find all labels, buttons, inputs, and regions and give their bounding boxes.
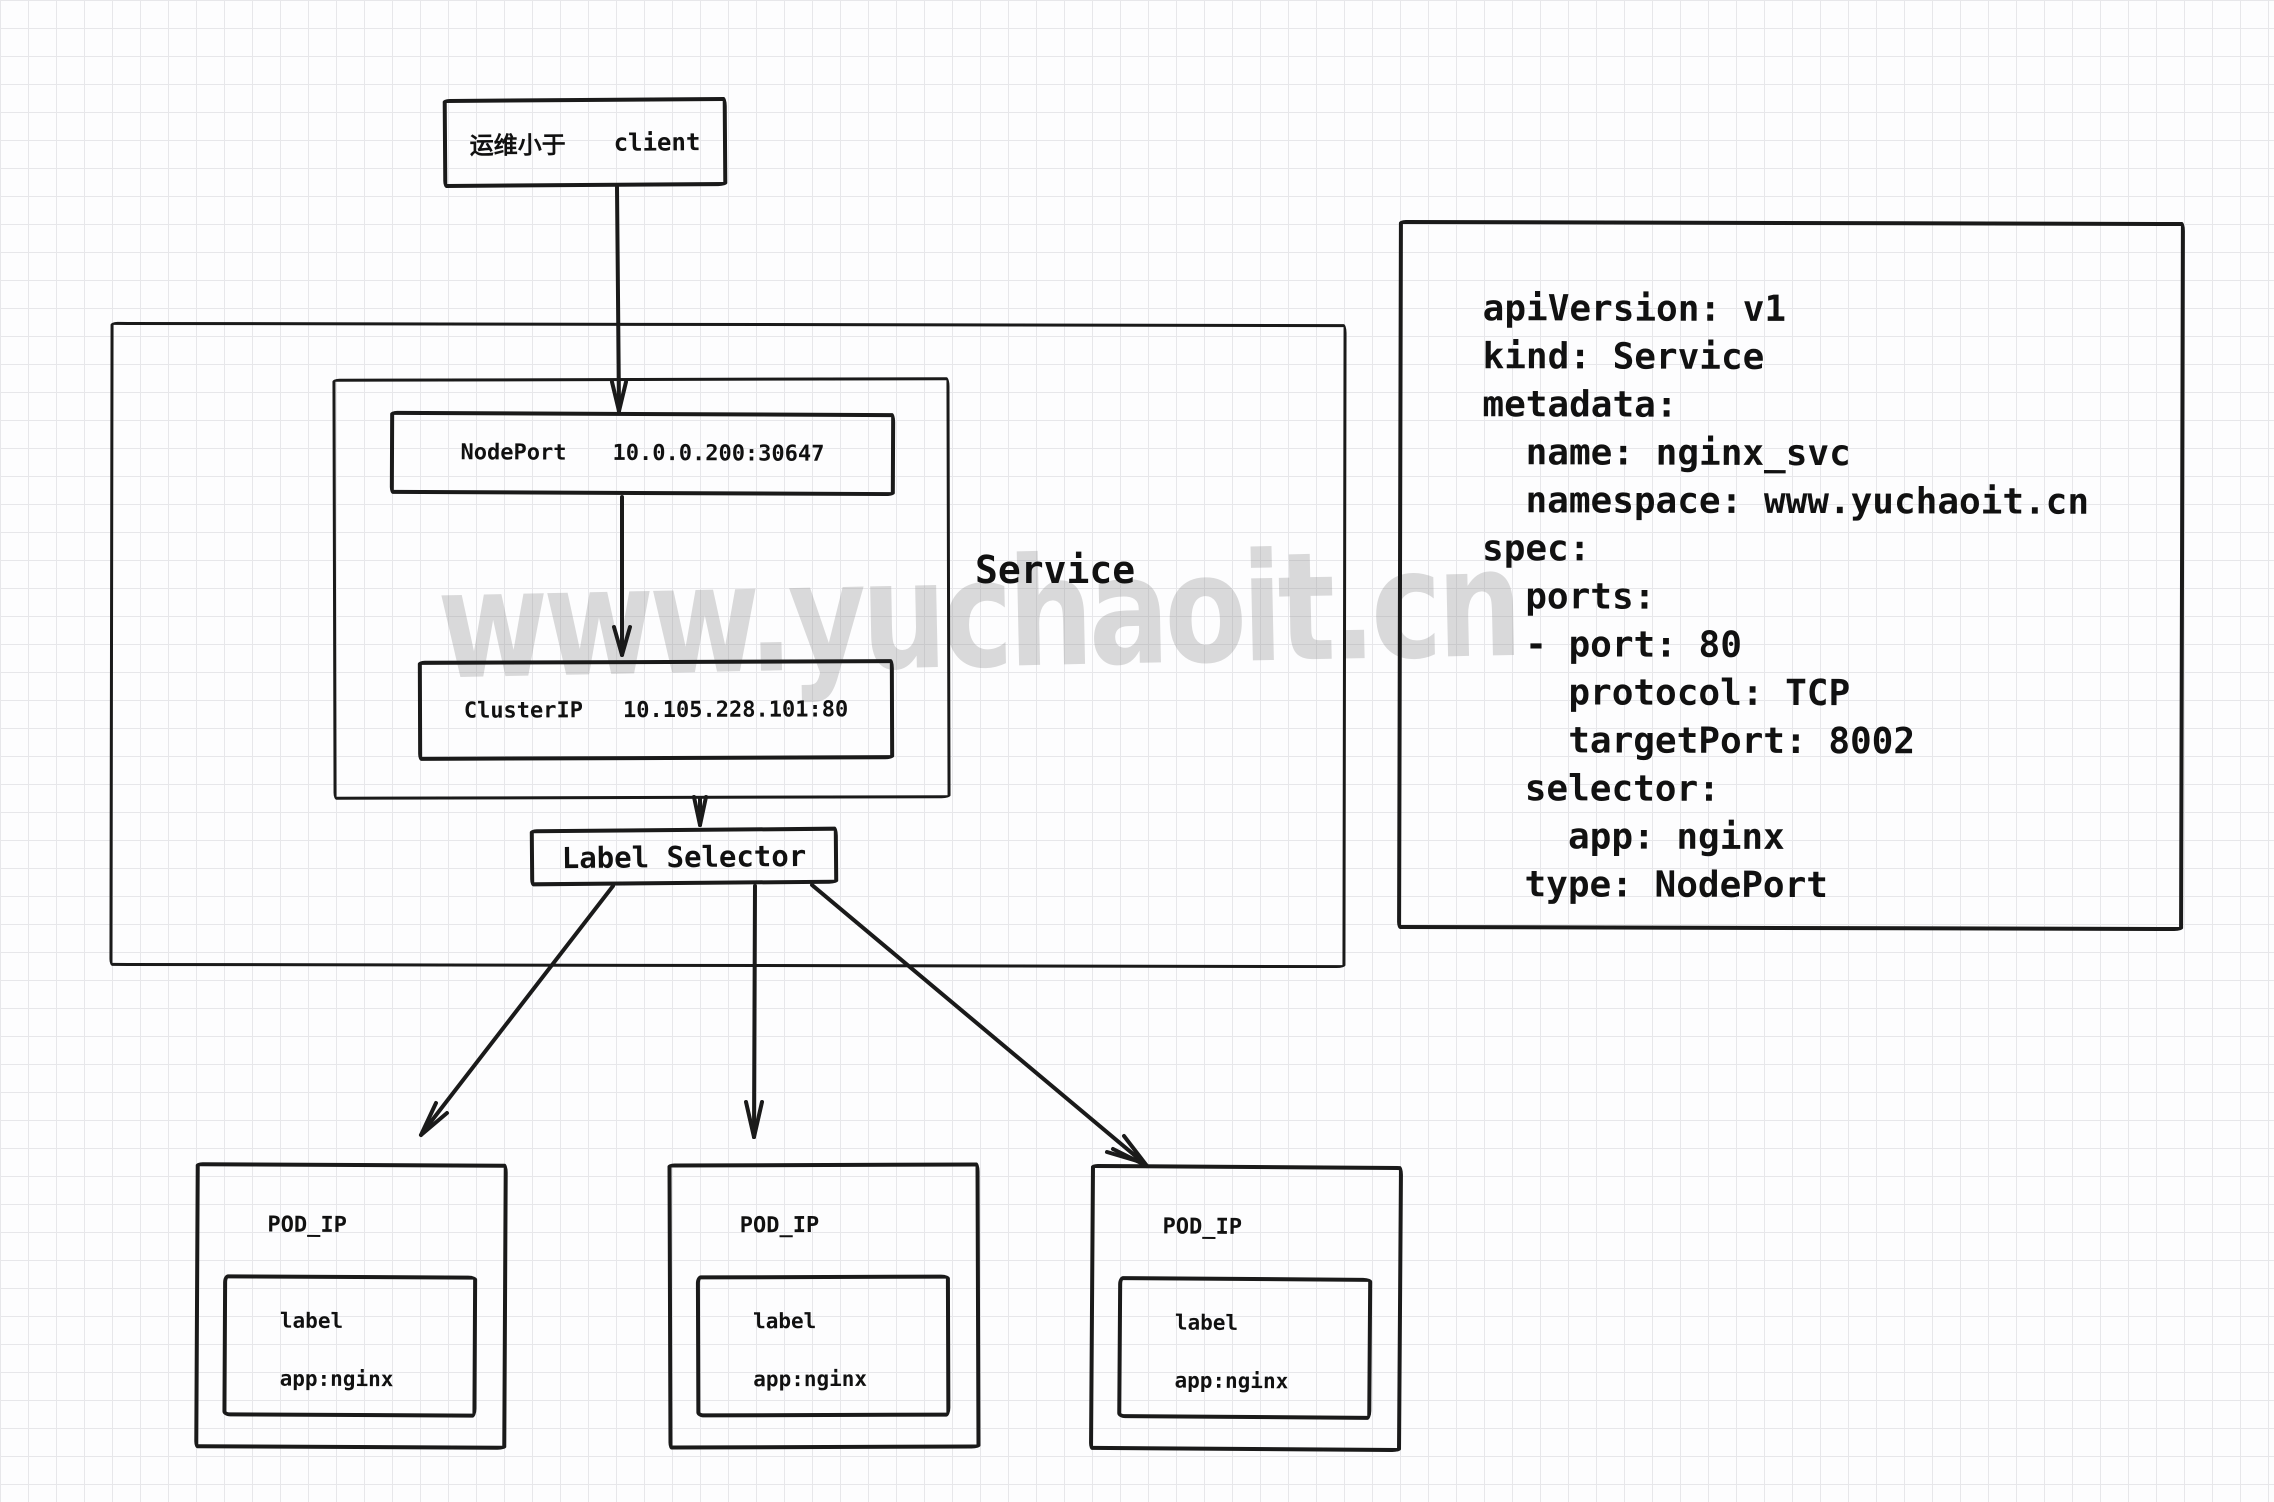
- pod-title: POD_IP: [739, 1213, 820, 1239]
- pod-label-box: label app:nginx: [222, 1274, 478, 1418]
- pod-box-2: POD_IP label app:nginx: [667, 1162, 981, 1450]
- pod-label-heading: label: [753, 1309, 817, 1334]
- nodeport-name: NodePort: [460, 440, 567, 466]
- yaml-manifest-text: apiVersion: v1 kind: Service metadata: n…: [1481, 288, 2090, 907]
- pod-label-heading: label: [1174, 1310, 1239, 1335]
- pod-label-box: label app:nginx: [1117, 1276, 1373, 1420]
- nodeport-address: 10.0.0.200:30647: [612, 440, 825, 467]
- pod-label-value: app:nginx: [1174, 1368, 1289, 1394]
- clusterip-name: ClusterIP: [463, 697, 584, 724]
- label-selector-label: Label Selector: [561, 838, 807, 875]
- client-box: 运维小于 client: [442, 97, 728, 188]
- pod-label-box: label app:nginx: [695, 1274, 951, 1418]
- pod-box-3: POD_IP label app:nginx: [1089, 1163, 1403, 1453]
- pod-title: POD_IP: [1162, 1214, 1243, 1240]
- clusterip-address: 10.105.228.101:80: [622, 696, 849, 723]
- service-label: Service: [975, 548, 1136, 592]
- pod-title: POD_IP: [267, 1212, 347, 1238]
- yaml-manifest-box: apiVersion: v1 kind: Service metadata: n…: [1397, 219, 2185, 932]
- label-selector-box: Label Selector: [529, 826, 839, 887]
- nodeport-box: NodePort 10.0.0.200:30647: [389, 410, 896, 497]
- clusterip-box: ClusterIP 10.105.228.101:80: [417, 659, 895, 761]
- client-label-en: client: [613, 127, 701, 157]
- pod-box-1: POD_IP label app:nginx: [194, 1162, 508, 1450]
- client-label-cn: 运维小于: [469, 131, 566, 160]
- pod-label-value: app:nginx: [753, 1366, 868, 1392]
- pod-label-value: app:nginx: [279, 1366, 394, 1392]
- pod-label-heading: label: [279, 1308, 344, 1333]
